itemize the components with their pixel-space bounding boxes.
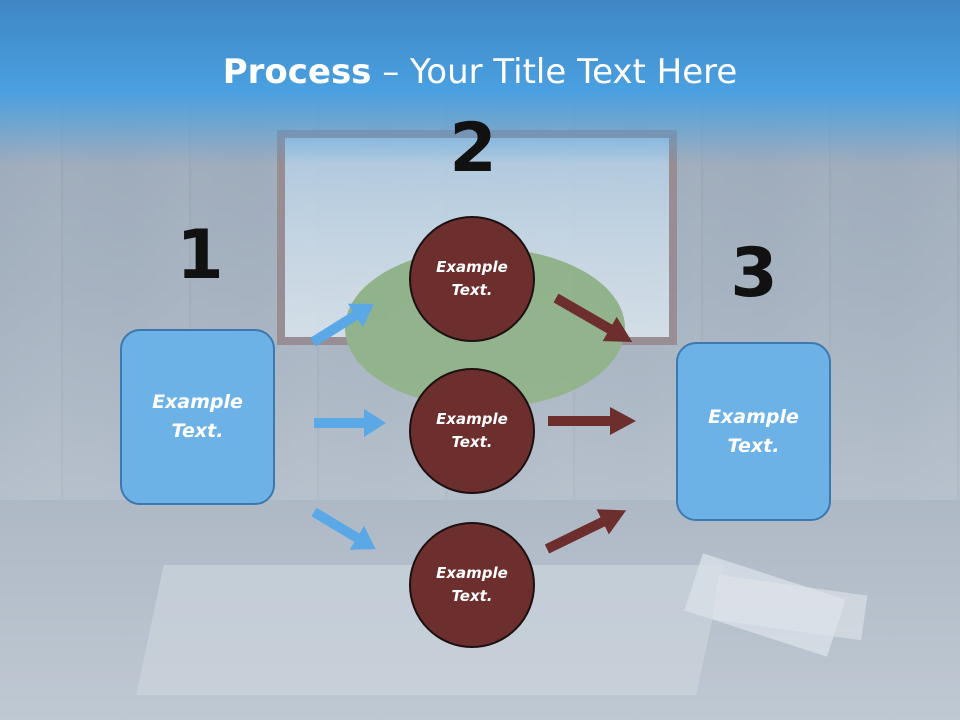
title-bar bbox=[0, 0, 960, 165]
right-box-label: Example Text. bbox=[708, 405, 799, 457]
blue-arrow-straight bbox=[314, 409, 386, 437]
title-rest: – Your Title Text Here bbox=[371, 52, 738, 92]
step-number-3: 3 bbox=[730, 234, 778, 313]
step-number-2: 2 bbox=[449, 109, 497, 188]
circle-bottom[interactable]: Example Text. bbox=[409, 522, 535, 648]
circle-top-label: Example Text. bbox=[436, 258, 508, 299]
brown-arrow-down bbox=[553, 293, 633, 342]
slide-title: Process – Your Title Text Here bbox=[0, 52, 960, 92]
brown-arrows bbox=[544, 293, 636, 554]
blue-arrow-down bbox=[311, 507, 376, 550]
circle-middle[interactable]: Example Text. bbox=[409, 368, 535, 494]
blue-arrow-up bbox=[310, 303, 375, 347]
circle-top[interactable]: Example Text. bbox=[409, 216, 535, 342]
brown-arrow-up bbox=[544, 509, 627, 554]
title-bold: Process bbox=[222, 52, 372, 92]
right-text-box[interactable]: Example Text. bbox=[676, 342, 831, 521]
blue-arrows bbox=[310, 303, 386, 550]
brown-arrow-straight bbox=[548, 407, 636, 435]
background-window-picture bbox=[277, 130, 677, 408]
circle-middle-label: Example Text. bbox=[436, 410, 508, 451]
left-box-label: Example Text. bbox=[152, 391, 243, 442]
circle-bottom-label: Example Text. bbox=[436, 564, 508, 605]
left-text-box[interactable]: Example Text. bbox=[120, 329, 275, 505]
step-number-1: 1 bbox=[176, 216, 224, 295]
